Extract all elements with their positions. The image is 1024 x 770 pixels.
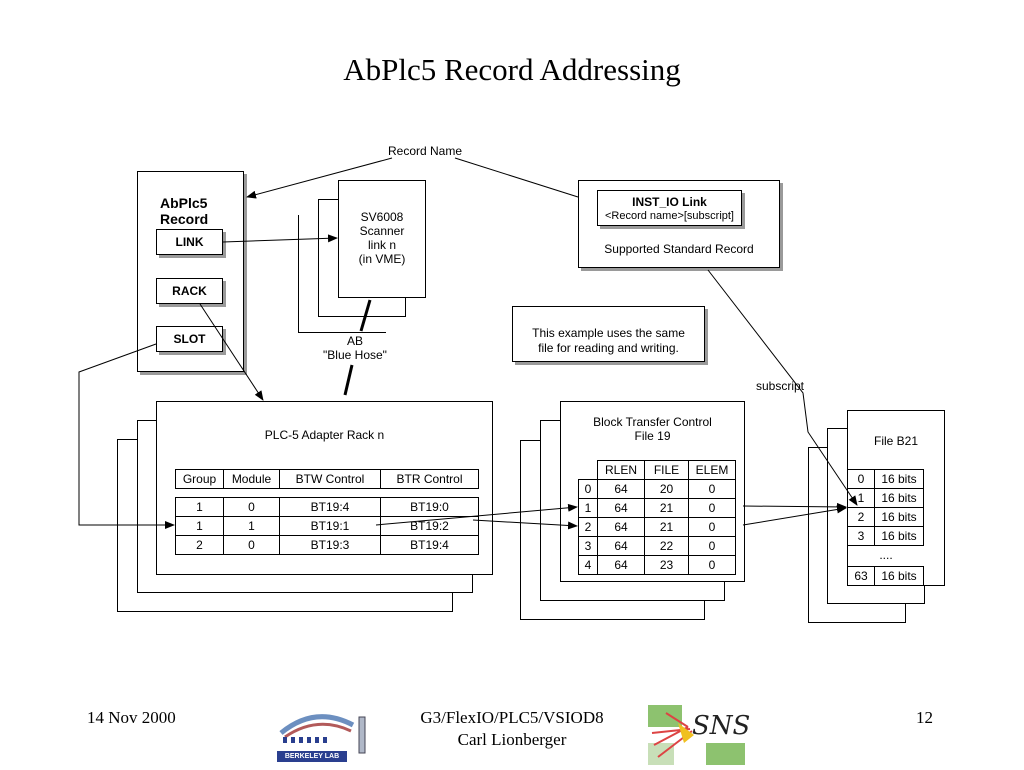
table-row: 3 64 22 0 (578, 536, 736, 556)
blue-hose-cable-bottom (343, 364, 354, 396)
adapter-col-btr: BTR Control (380, 469, 479, 489)
bt-to-b21-arrow-2 (742, 505, 847, 526)
file-b21-title: File B21 (873, 434, 919, 448)
block-transfer-title-1: Block Transfer Control (593, 415, 712, 429)
btr-to-bt-arrow (472, 519, 578, 530)
berkeley-lab-logo-text: BERKELEY LAB (284, 753, 340, 760)
inst-io-link-format: <Record name>[subscript] (604, 210, 734, 222)
footer-title: G3/FlexIO/PLC5/VSIOD8 (420, 708, 604, 727)
bt-cell: 64 (597, 536, 645, 556)
note-line-2: file for reading and writing. (538, 341, 679, 355)
slot-to-table-arrow (78, 343, 175, 529)
link-field: LINK (156, 229, 223, 255)
bt-cell: 0 (688, 555, 736, 575)
file-b21-last-row: 63 16 bits (847, 566, 924, 586)
link-to-scanner-arrow (222, 234, 338, 243)
footer-page-number: 12 (916, 708, 933, 727)
table-row: 3 16 bits (847, 526, 924, 546)
inst-io-link-title: INST_IO Link (632, 195, 707, 209)
rack-to-adapter-arrow (199, 303, 264, 401)
scanner-line-1: SV6008 (360, 210, 404, 224)
blue-hose-cable-top (359, 299, 372, 332)
adapter-cell: BT19:4 (380, 535, 479, 555)
file-b21-ellipsis: .... (879, 548, 893, 562)
footer-date: 14 Nov 2000 (87, 708, 176, 727)
scanner-line-4: (in VME) (358, 252, 406, 266)
blue-hose-label-1: AB (346, 334, 363, 348)
berkeley-lab-logo-graphic (277, 714, 366, 762)
bt-cell: 64 (597, 479, 645, 499)
adapter-col-module: Module (223, 469, 280, 489)
record-name-arrow (246, 157, 393, 199)
supported-standard-record-caption: Supported Standard Record (604, 242, 754, 256)
abplc5-record-title-2: Record (160, 211, 209, 227)
record-name-label: Record Name (387, 144, 463, 158)
inst-io-link-box (597, 190, 742, 226)
sns-logo: SNS (648, 705, 750, 765)
scanner-card-front (338, 180, 426, 298)
adapter-rack-header: Group Module BTW Control BTR Control (175, 469, 479, 489)
note-box (512, 306, 705, 362)
table-row: 2 0 BT19:3 BT19:4 (175, 535, 479, 555)
adapter-rack-table: 1 0 BT19:4 BT19:0 1 1 BT19:1 BT19:2 2 0 … (175, 497, 479, 555)
berkeley-lab-logo: BERKELEY LAB (275, 703, 375, 765)
table-row: 1 1 BT19:1 BT19:2 (175, 516, 479, 536)
block-transfer-header: RLEN FILE ELEM (597, 460, 736, 480)
adapter-cell: BT19:3 (279, 535, 381, 555)
subscript-label: subscript (755, 379, 805, 393)
adapter-rack-title: PLC-5 Adapter Rack n (264, 428, 385, 442)
table-row: 0 16 bits (847, 469, 924, 489)
table-row: 2 16 bits (847, 507, 924, 527)
bt-col-file: FILE (644, 460, 689, 480)
btw-to-bt-arrow (375, 503, 578, 526)
adapter-col-btw: BTW Control (279, 469, 381, 489)
subscript-line (707, 269, 858, 506)
table-row: 63 16 bits (847, 566, 924, 586)
b21-cell: 16 bits (874, 566, 924, 586)
b21-cell: 16 bits (874, 488, 924, 508)
table-row: 1 0 BT19:4 BT19:0 (175, 497, 479, 517)
blue-hose-label-2: "Blue Hose" (323, 348, 387, 362)
sns-logo-graphic (648, 705, 745, 765)
note-line-1: This example uses the same (532, 326, 685, 340)
sns-logo-text: SNS (692, 711, 751, 741)
bt-to-b21-arrow-1 (742, 502, 847, 511)
abplc5-record-title-1: AbPlc5 (160, 195, 208, 211)
b21-cell: 16 bits (874, 526, 924, 546)
scanner-line-2: Scanner (359, 224, 405, 238)
rack-field: RACK (156, 278, 223, 304)
record-name-to-inst-io-line (454, 157, 579, 198)
adapter-col-group: Group (175, 469, 224, 489)
footer-author: Carl Lionberger (457, 730, 567, 749)
table-row: 4 64 23 0 (578, 555, 736, 575)
b21-cell: 16 bits (874, 507, 924, 527)
block-transfer-table: 0 64 20 0 1 64 21 0 2 64 21 0 3 64 22 0 … (578, 479, 736, 575)
block-transfer-title-2: File 19 (634, 429, 671, 443)
page-title: AbPlc5 Record Addressing (343, 52, 681, 87)
scanner-line-3: link n (367, 238, 396, 252)
